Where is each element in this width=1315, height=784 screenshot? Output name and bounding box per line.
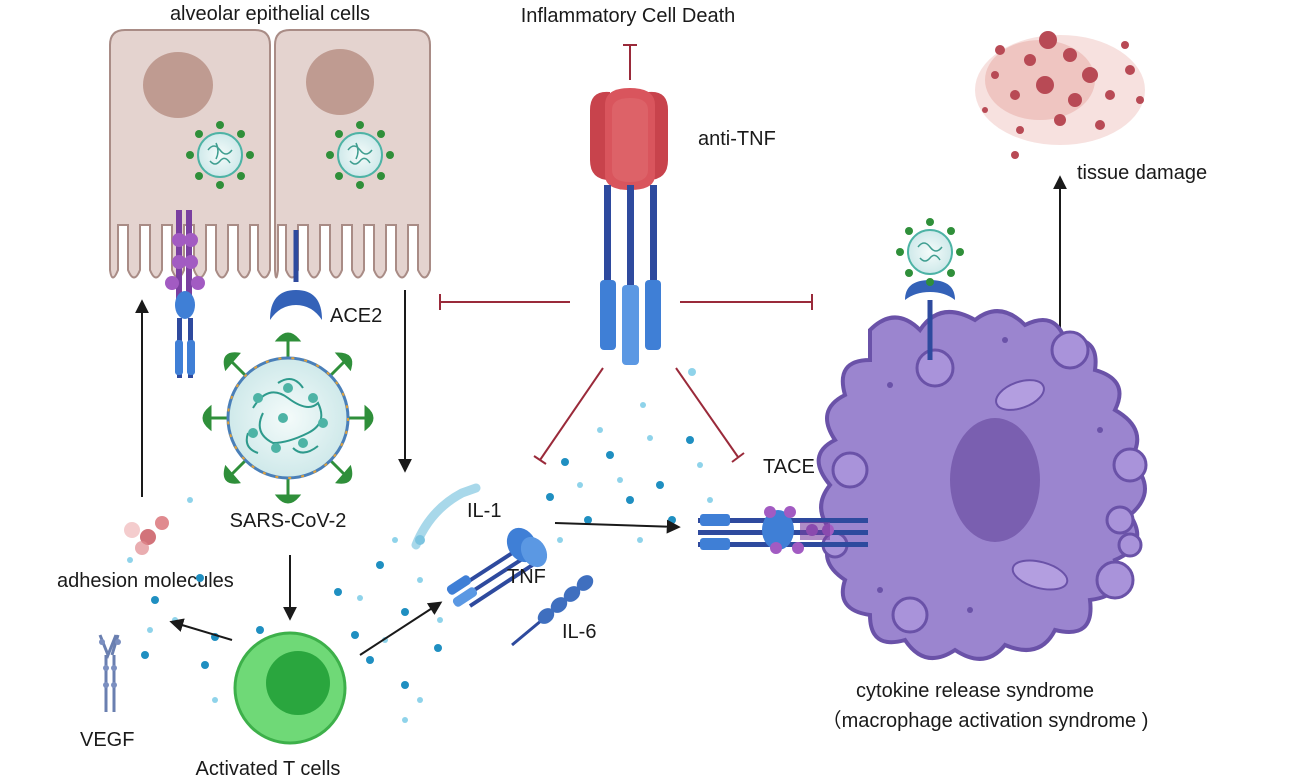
cytokine-particles (127, 368, 713, 723)
label-adhesion: adhesion molecules (57, 570, 234, 592)
adhesion-molecules (124, 516, 169, 555)
label-inflammatory-death: Inflammatory Cell Death (521, 5, 736, 27)
label-crs-line1: cytokine release syndrome (856, 680, 1094, 702)
activated-t-cell (233, 631, 347, 745)
label-tace: TACE (763, 456, 815, 478)
label-vegf: VEGF (80, 729, 134, 751)
label-sars: SARS-CoV-2 (230, 510, 347, 532)
small-virus-right (326, 121, 394, 189)
arrow-tcells-to-adhesion (169, 618, 233, 641)
macrophage (816, 309, 1148, 661)
anti-tnf-antibody (590, 44, 668, 365)
arrow-tcells-to-cytokines (359, 601, 443, 656)
small-virus-macrophage (896, 218, 964, 286)
label-il6: IL-6 (562, 621, 596, 643)
alveolar-epithelial-cells (109, 29, 431, 378)
label-il1: IL-1 (467, 500, 501, 522)
label-tissue-damage: tissue damage (1077, 162, 1207, 184)
arrow-cytokines-to-tace (554, 519, 681, 534)
sars-cov-2-virus (202, 332, 374, 504)
tissue-damage-cluster (975, 31, 1145, 159)
label-tcells: Activated T cells (196, 758, 341, 780)
tnf-trimer (446, 527, 548, 608)
label-crs-line2: （macrophage activation syndrome ) (822, 709, 1149, 732)
macrophage-nucleus (950, 418, 1040, 542)
ace2-receptor (270, 230, 322, 320)
tace-complex (698, 506, 868, 554)
label-anti-tnf: anti-TNF (698, 128, 776, 150)
label-tnf: TNF (507, 566, 546, 588)
mitochondria (995, 379, 1069, 591)
il-6-cytokine (511, 575, 594, 647)
il-1-cytokine (411, 483, 481, 550)
inhibition-lines (439, 294, 813, 465)
small-virus-left (186, 121, 254, 189)
nucleus-left (143, 52, 213, 118)
label-alveolar: alveolar epithelial cells (170, 3, 370, 25)
macrophage-receptor (905, 280, 955, 360)
vegf-receptor (98, 634, 121, 712)
label-ace2: ACE2 (330, 305, 382, 327)
pathway-arrows (135, 290, 681, 656)
receptor-complex-left (165, 210, 205, 378)
nucleus-right (306, 49, 374, 115)
